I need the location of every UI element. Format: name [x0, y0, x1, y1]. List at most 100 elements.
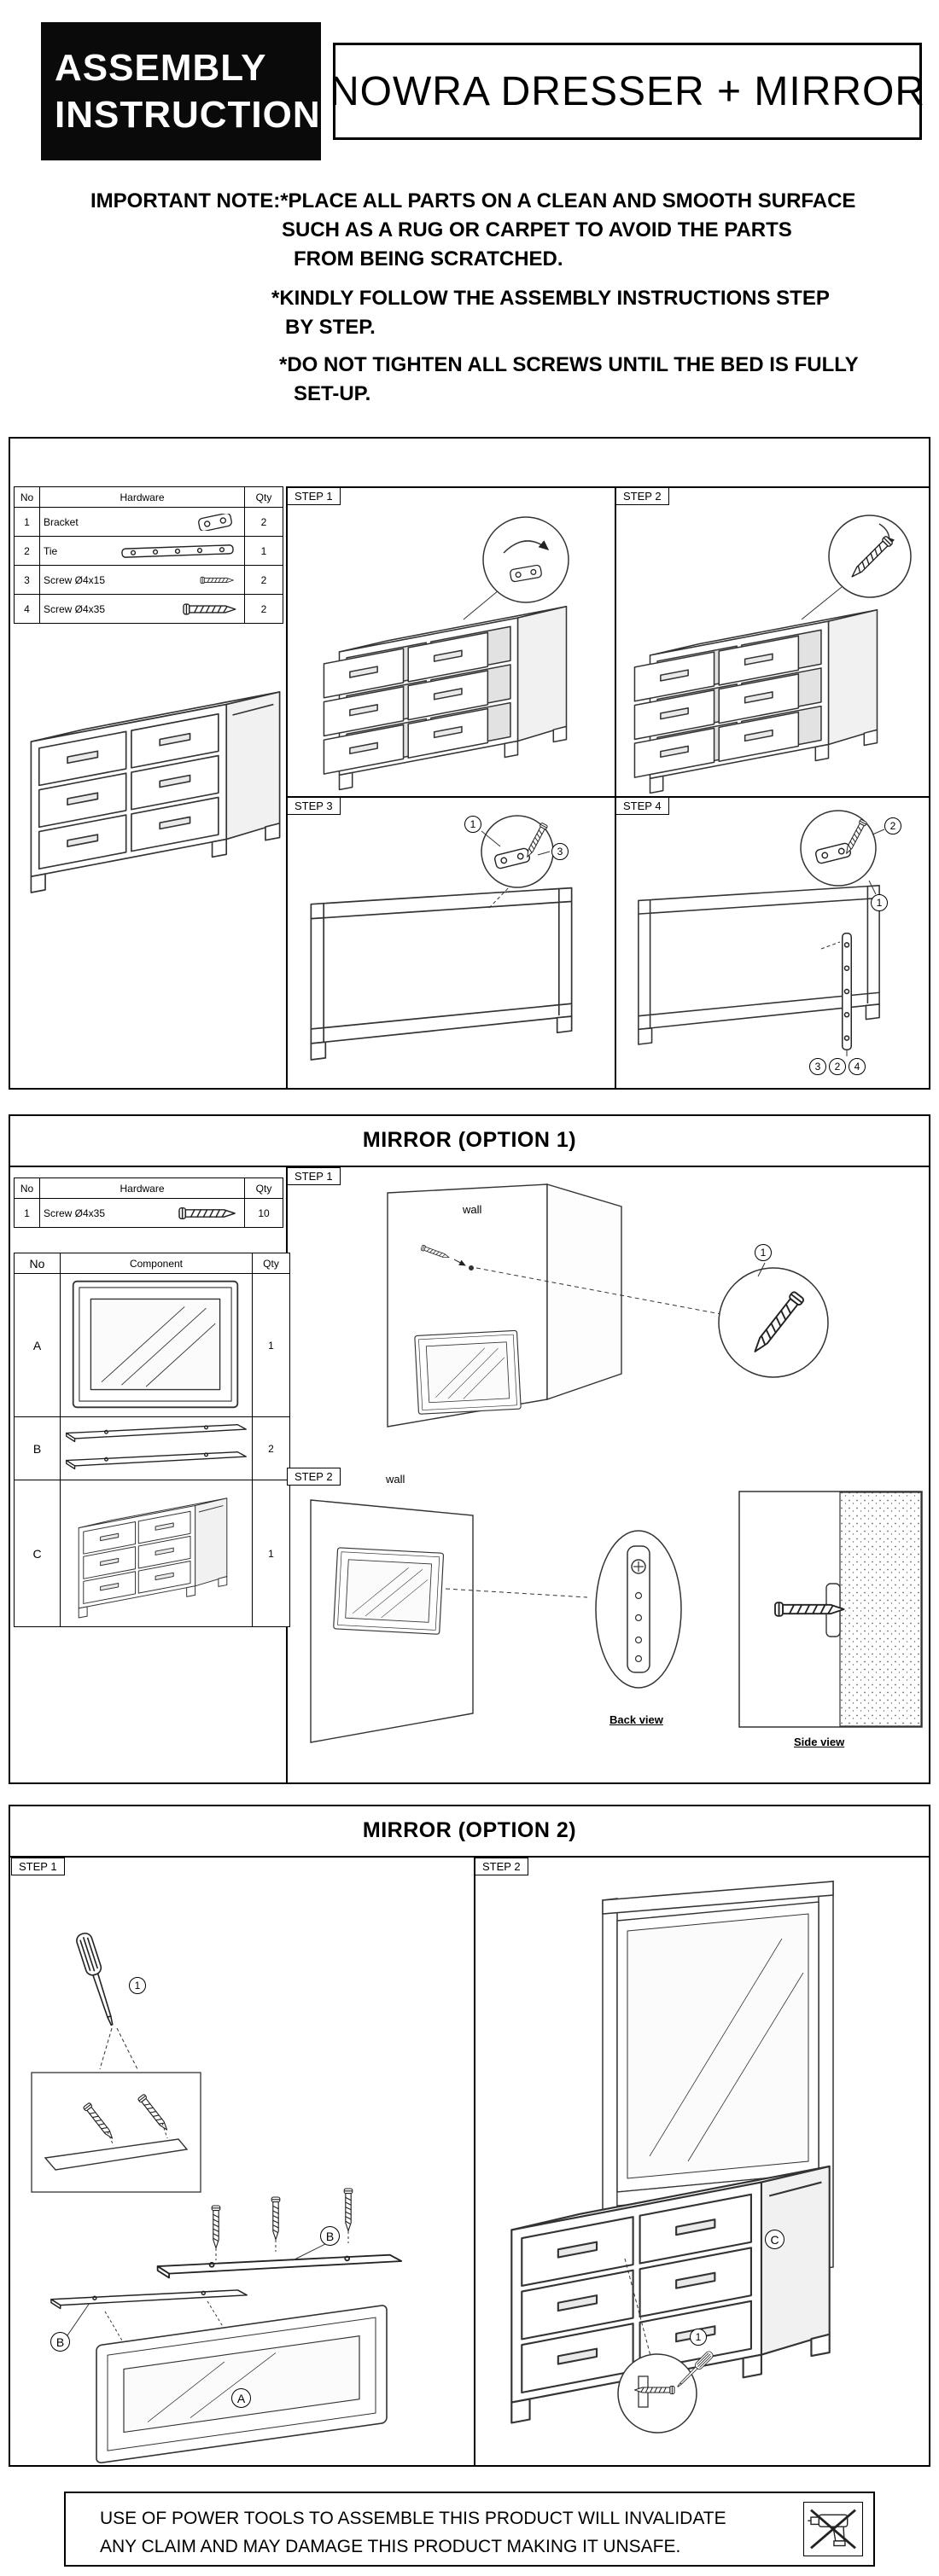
callout-2: 2 — [884, 817, 901, 834]
step-tab-4: STEP 4 — [615, 797, 669, 815]
step-tab-3: STEP 3 — [287, 797, 341, 815]
mirror-option1-title: MIRROR (OPTION 1) — [362, 1128, 577, 1152]
warning-line-2: ANY CLAIM AND MAY DAMAGE THIS PRODUCT MA… — [100, 2536, 681, 2556]
step-tab-2: STEP 2 — [475, 1858, 528, 1875]
dresser-step2-figure — [618, 509, 930, 794]
note-line-3: FROM BEING SCRATCHED. — [294, 247, 563, 270]
note-line-5: BY STEP. — [285, 316, 376, 339]
col-no: No — [14, 486, 40, 508]
part-label-b: B — [320, 2226, 340, 2246]
col-hardware: Hardware — [39, 1178, 245, 1199]
dresser-step4-illustration — [638, 810, 885, 1056]
table-header-row: No Component Qty — [14, 1253, 290, 1274]
mirror-option1-panel: MIRROR (OPTION 1) No Hardware Qty 1 Scre… — [9, 1114, 930, 1784]
option1-step1-figure: wall 1 — [287, 1167, 929, 1468]
col-hardware: Hardware — [39, 486, 245, 508]
wall-label: wall — [386, 1473, 405, 1486]
callout-1: 1 — [690, 2329, 707, 2346]
component-picture-cell — [60, 1273, 253, 1417]
assembly-instruction-badge: ASSEMBLY INSTRUCTION — [41, 22, 321, 160]
table-header-row: No Hardware Qty — [14, 486, 283, 508]
step-tab-2: STEP 2 — [615, 487, 669, 505]
component-qty: 2 — [252, 1416, 290, 1480]
component-picture-cell — [60, 1416, 253, 1480]
step-tab-2: STEP 2 — [287, 1468, 341, 1486]
note-line-1: IMPORTANT NOTE:*PLACE ALL PARTS ON A CLE… — [90, 189, 856, 212]
crossed-drill-icon — [808, 2509, 856, 2550]
callout-3: 3 — [809, 1058, 826, 1075]
side-view-label: Side view — [794, 1736, 845, 1748]
callout-1: 1 — [755, 1244, 772, 1261]
dresser-step1-illustration — [323, 516, 569, 791]
hardware-qty: 1 — [244, 536, 283, 566]
dresser-step3-figure: 1 3 — [289, 804, 613, 1087]
warning-text: USE OF POWER TOOLS TO ASSEMBLE THIS PROD… — [100, 2505, 726, 2561]
mirror-option2-panel: MIRROR (OPTION 2) STEP 1 — [9, 1805, 930, 2467]
mirror-option2-title: MIRROR (OPTION 2) — [362, 1818, 577, 1842]
step-tab-1: STEP 1 — [287, 1167, 341, 1185]
screw-icon — [200, 576, 234, 584]
callout-3: 3 — [551, 843, 569, 860]
col-no: No — [14, 1253, 61, 1274]
part-label-b: B — [50, 2332, 70, 2352]
product-title: NOWRA DRESSER + MIRROR — [329, 68, 926, 114]
hardware-name: Screw Ø4x35 — [44, 602, 106, 615]
col-no: No — [14, 1178, 40, 1199]
dresser-overview-figure — [15, 652, 290, 916]
footer-warning: USE OF POWER TOOLS TO ASSEMBLE THIS PROD… — [64, 2492, 875, 2567]
tie-icon — [121, 544, 234, 558]
hardware-name-cell: Screw Ø4x35 — [39, 594, 245, 624]
option1-component-table: No Component Qty A 1 B — [14, 1253, 290, 1627]
hardware-name: Bracket — [44, 515, 79, 528]
table-header-row: No Hardware Qty — [14, 1178, 283, 1199]
hardware-name: Tie — [44, 544, 58, 557]
divider-line — [286, 486, 929, 488]
dresser-step4-figure: 2 1 3 2 4 — [618, 804, 930, 1087]
dresser-illustration — [30, 691, 281, 893]
component-id: A — [14, 1273, 61, 1417]
hardware-row: 2 Tie 1 — [14, 536, 283, 566]
component-id: B — [14, 1416, 61, 1480]
hardware-no: 2 — [14, 536, 40, 566]
badge-line-2: INSTRUCTION — [55, 94, 321, 136]
component-row: B 2 — [14, 1416, 290, 1480]
note-line-7: SET-UP. — [294, 382, 371, 405]
col-qty: Qty — [252, 1253, 290, 1274]
hardware-qty: 10 — [244, 1198, 283, 1228]
hardware-name-cell: Screw Ø4x35 — [39, 1198, 245, 1228]
hardware-row: 1 Bracket 2 — [14, 507, 283, 537]
hardware-no: 1 — [14, 1198, 40, 1228]
hardware-row: 1 Screw Ø4x35 10 — [14, 1198, 283, 1228]
hardware-name-cell: Bracket — [39, 507, 245, 537]
hardware-name: Screw Ø4x35 — [44, 1207, 106, 1219]
component-qty: 1 — [252, 1273, 290, 1417]
dresser-hardware-table: No Hardware Qty 1 Bracket 2 — [14, 486, 283, 624]
product-title-box: NOWRA DRESSER + MIRROR — [329, 43, 926, 140]
divider-line — [10, 1856, 929, 1858]
divider-line — [286, 796, 929, 798]
note-line-4: *KINDLY FOLLOW THE ASSEMBLY INSTRUCTIONS… — [271, 287, 830, 310]
rail-pair-illustration — [66, 1424, 247, 1470]
callout-1: 1 — [129, 1977, 146, 1994]
option1-step1-illustration — [387, 1183, 829, 1428]
warning-line-1: USE OF POWER TOOLS TO ASSEMBLE THIS PROD… — [100, 2509, 726, 2528]
hardware-qty: 2 — [244, 594, 283, 624]
step-tab-1: STEP 1 — [11, 1858, 65, 1875]
divider-line — [286, 486, 288, 1088]
badge-line-1: ASSEMBLY — [55, 47, 267, 89]
col-qty: Qty — [244, 1178, 283, 1199]
dresser-step2-illustration — [633, 515, 912, 794]
part-label-c: C — [765, 2230, 784, 2249]
hardware-no: 1 — [14, 507, 40, 537]
component-row: C 1 — [14, 1480, 290, 1627]
no-power-tools-icon — [803, 2502, 863, 2556]
screw-icon — [178, 1207, 236, 1219]
hardware-qty: 2 — [244, 507, 283, 537]
divider-line — [10, 1166, 929, 1167]
note-line-6: *DO NOT TIGHTEN ALL SCREWS UNTIL THE BED… — [279, 353, 859, 376]
back-view-label: Back view — [609, 1713, 663, 1726]
callout-1: 1 — [464, 816, 481, 833]
divider-line — [615, 486, 616, 1088]
option2-step2-figure: C 1 — [475, 1858, 932, 2465]
